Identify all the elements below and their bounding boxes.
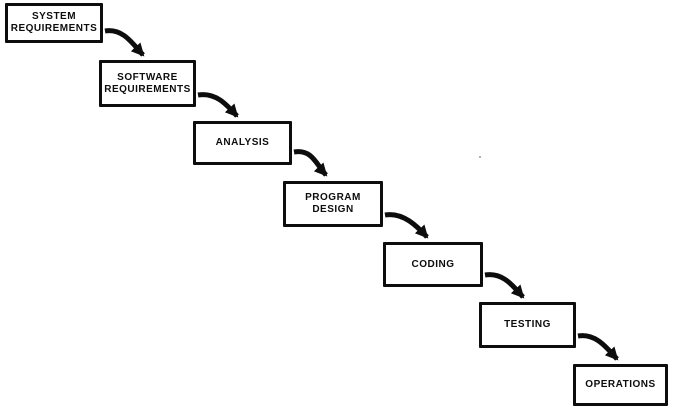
arrow-software-to-analysis [197, 92, 239, 118]
step-label-line2: REQUIREMENTS [10, 23, 98, 34]
step-system-requirements: SYSTEM REQUIREMENTS [5, 3, 103, 43]
step-analysis: ANALYSIS [193, 121, 292, 165]
arrow-system-to-software [104, 28, 145, 57]
arrow-testing-to-operations [577, 333, 619, 361]
arrow-program-design-to-coding [384, 212, 429, 239]
step-label-line1: OPERATIONS [585, 379, 656, 390]
arrow-coding-to-testing [484, 272, 525, 299]
step-label-line1: SOFTWARE [117, 71, 178, 83]
step-label-line1: CODING [411, 258, 455, 270]
step-label-line1: ANALYSIS [215, 137, 270, 148]
step-testing: TESTING [479, 302, 576, 348]
step-label-line1: PROGRAM [305, 192, 361, 203]
scan-speck [479, 156, 481, 158]
step-coding: CODING [383, 242, 483, 287]
step-software-requirements: SOFTWARE REQUIREMENTS [99, 60, 196, 107]
step-label-line2: DESIGN [312, 204, 354, 215]
arrow-analysis-to-program-design [293, 149, 328, 177]
step-label-line1: SYSTEM [31, 11, 77, 22]
step-label-line2: REQUIREMENTS [104, 83, 191, 95]
step-label-line1: TESTING [504, 319, 551, 330]
step-operations: OPERATIONS [573, 364, 668, 406]
step-program-design: PROGRAM DESIGN [283, 181, 383, 227]
